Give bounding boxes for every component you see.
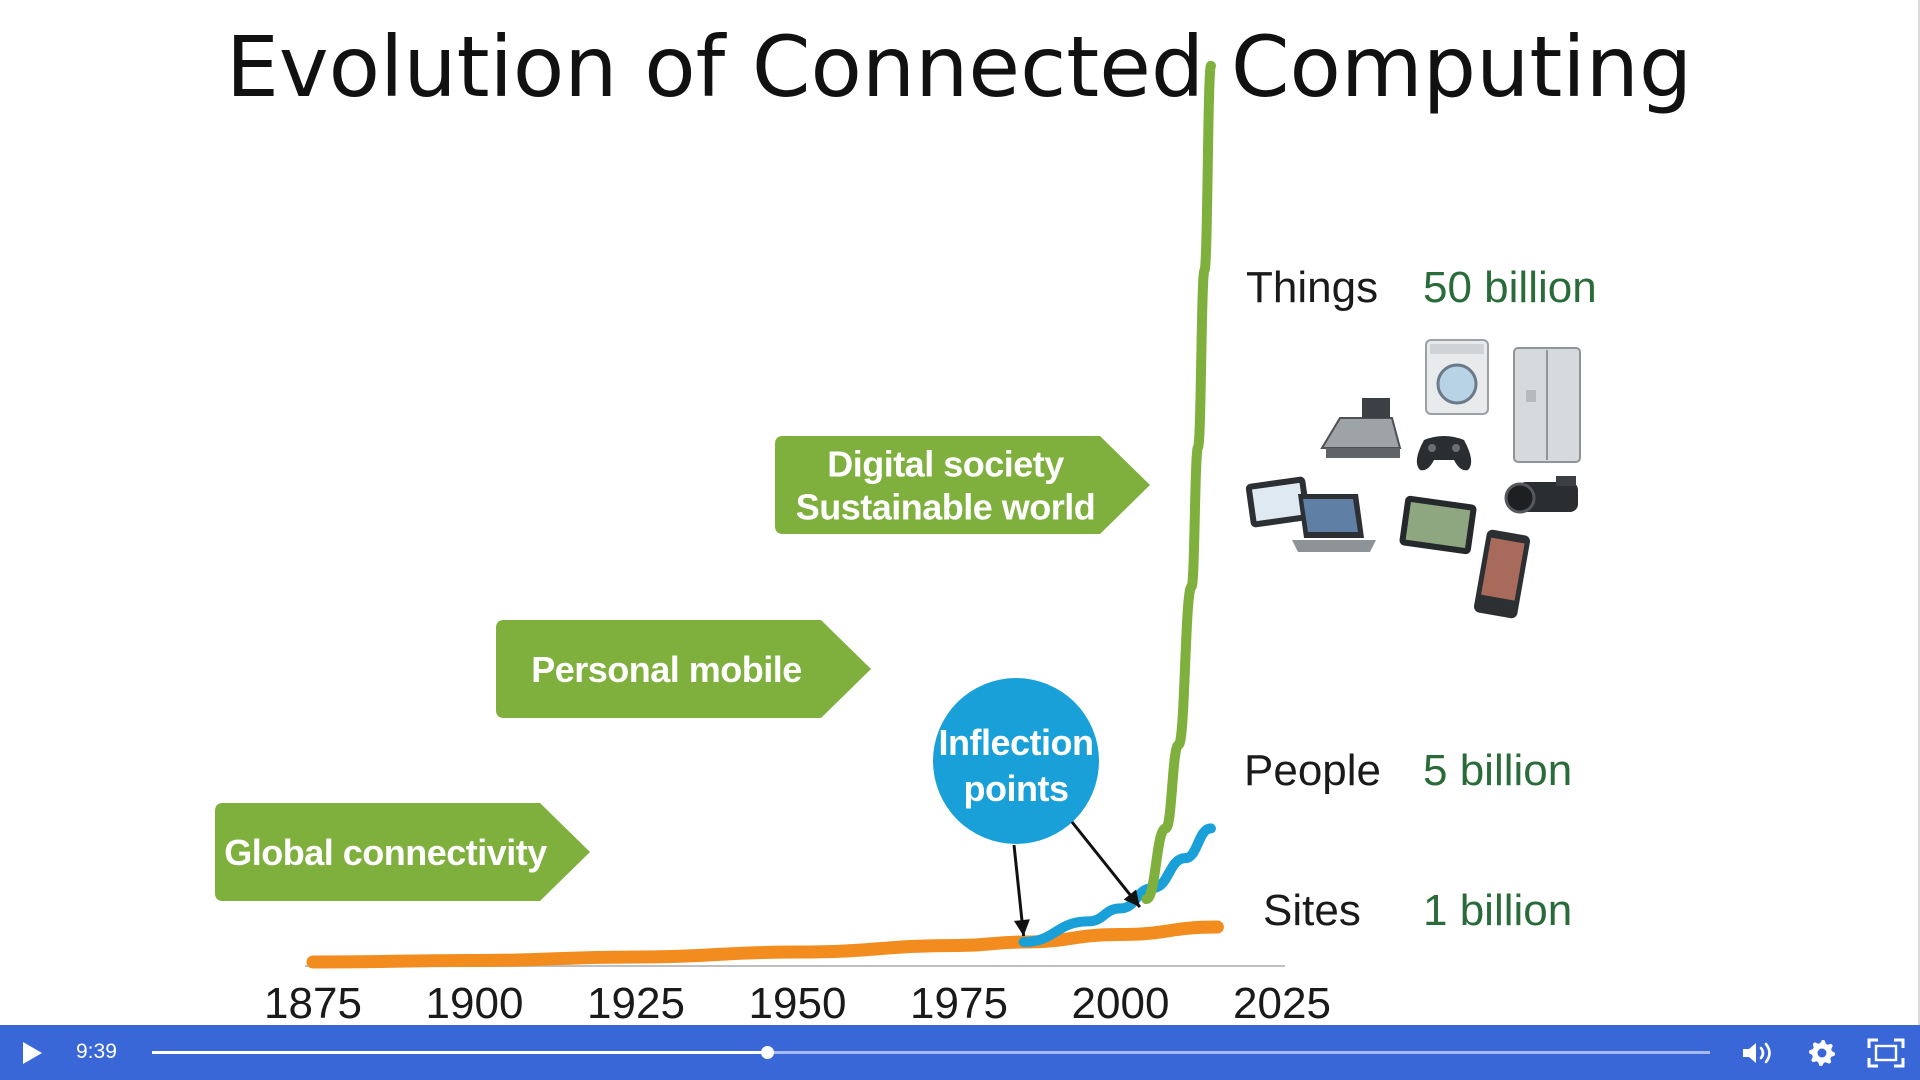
play-button[interactable] [14, 1036, 50, 1070]
series-count-label: 1 billion [1423, 886, 1572, 935]
camcorder-lens [1504, 482, 1536, 514]
controller-body [1416, 436, 1472, 471]
inflection-label: Inflection [939, 722, 1094, 763]
series-name-label: People [1244, 746, 1381, 795]
inflection-arrowhead [1013, 919, 1030, 936]
era-banner-label: Personal mobile [531, 649, 802, 690]
era-banner-label: Global connectivity [224, 832, 547, 873]
x-tick-label: 1975 [910, 979, 1008, 1025]
sites-line [306, 920, 1224, 969]
washer-door [1436, 363, 1478, 405]
seek-progress [152, 1051, 768, 1054]
inflection-arrowhead [1123, 889, 1140, 908]
volume-button[interactable] [1738, 1034, 1778, 1072]
game-controller-icon [1416, 436, 1472, 471]
settings-button[interactable] [1802, 1034, 1842, 1072]
tablet-icon [1245, 476, 1311, 528]
x-tick-label: 1925 [587, 979, 685, 1025]
x-tick-label: 2000 [1072, 979, 1170, 1025]
x-tick-label: 1950 [749, 979, 847, 1025]
era-banner [775, 436, 1150, 534]
inflection-arrow [1070, 821, 1142, 908]
gear-hole [1817, 1048, 1827, 1058]
register-drawer [1326, 448, 1400, 458]
volume-icon [1743, 1042, 1771, 1064]
current-time: 9:39 [76, 1040, 117, 1063]
series-count-label: 50 billion [1423, 263, 1597, 312]
fridge-dispenser [1526, 390, 1536, 402]
fullscreen-button[interactable] [1866, 1034, 1906, 1072]
fullscreen-icon [1867, 1038, 1905, 1068]
camcorder-icon [1504, 476, 1578, 514]
camcorder-top [1556, 476, 1576, 486]
register-display [1362, 398, 1390, 418]
era-banner [496, 620, 871, 718]
tablet-screen [1252, 482, 1304, 522]
series-name-label: Sites [1263, 886, 1361, 935]
washing-machine-icon [1425, 339, 1489, 415]
series-name-label: Things [1246, 263, 1378, 312]
controller-stick [1428, 444, 1436, 452]
cash-register-icon [1320, 398, 1402, 458]
laptop-screen [1303, 499, 1358, 532]
era-banner-label: Sustainable world [796, 487, 1096, 528]
controller-button [1452, 444, 1460, 452]
seek-bar[interactable] [152, 1046, 1710, 1059]
gps-screen [1405, 502, 1471, 548]
video-control-bar: 9:39 [0, 1025, 1920, 1080]
series-count-label: 5 billion [1423, 746, 1572, 795]
video-frame[interactable]: Evolution of Connected Computing 1875 190… [0, 0, 1920, 1025]
gear-icon [1809, 1040, 1835, 1066]
refrigerator-icon [1513, 347, 1581, 463]
device-icons-group [1245, 339, 1581, 619]
inflection-bubble [933, 678, 1099, 844]
phone-screen [1481, 537, 1525, 601]
inflection-label: points [964, 768, 1069, 809]
smartphone-icon [1473, 529, 1531, 619]
era-banner-label: Digital society [827, 444, 1064, 485]
laptop-icon [1292, 494, 1376, 552]
play-icon [23, 1042, 42, 1064]
x-tick-label: 1875 [264, 979, 362, 1025]
connected-computing-chart: 1875 1900 1925 1950 1975 2000 2025 Global conne… [215, 60, 1597, 1025]
era-banner [215, 803, 590, 901]
gps-navigator-icon [1399, 495, 1477, 555]
laptop-base [1292, 540, 1376, 552]
register-base [1320, 417, 1402, 449]
things-line [1141, 60, 1216, 905]
x-tick-label: 1900 [426, 979, 524, 1025]
slide-title: Evolution of Connected Computing [225, 18, 1693, 116]
x-tick-label: 2025 [1233, 979, 1331, 1025]
washer-panel [1430, 344, 1484, 354]
seek-handle[interactable] [761, 1046, 775, 1059]
